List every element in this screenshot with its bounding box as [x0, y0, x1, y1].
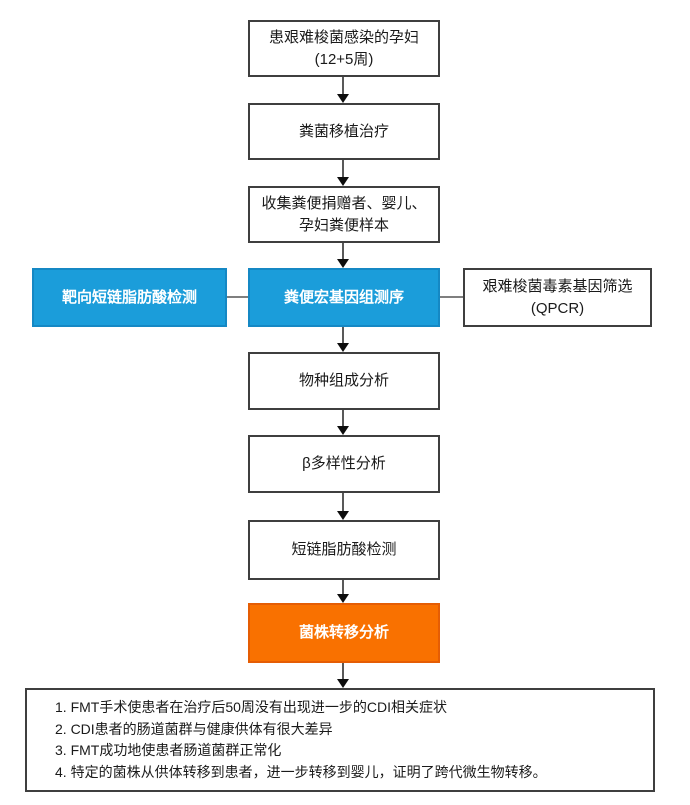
node-label: 物种组成分析 [298, 372, 389, 390]
node-species-composition: 物种组成分析 [248, 352, 440, 410]
arrow-down [337, 327, 349, 352]
arrow-down [337, 580, 349, 603]
node-label-line: 孕妇粪便样本 [298, 216, 389, 234]
node-targeted-scfa-detection: 靶向短链脂肪酸检测 [32, 268, 227, 327]
node-scfa-detection: 短链脂肪酸检测 [248, 520, 440, 580]
node-toxin-gene-screening: 艰难梭菌毒素基因筛选 (QPCR) [463, 268, 652, 327]
conclusion-item: 2. CDI患者的肠道菌群与健康供体有很大差异 [55, 720, 333, 737]
node-label: 靶向短链脂肪酸检测 [61, 288, 197, 306]
arrow-down [337, 243, 349, 268]
node-label: β多样性分析 [302, 455, 386, 473]
connector-right [440, 296, 463, 298]
node-conclusions: 1. FMT手术使患者在治疗后50周没有出现进一步的CDI相关症状 2. CDI… [25, 688, 655, 792]
node-sample-collection: 收集粪便捐赠者、婴儿、 孕妇粪便样本 [248, 186, 440, 243]
arrow-down [337, 410, 349, 435]
node-label-line: (12+5周) [314, 50, 374, 68]
connector-left [227, 296, 248, 298]
node-label: 粪便宏基因组测序 [283, 288, 404, 306]
arrow-down [337, 493, 349, 520]
node-beta-diversity: β多样性分析 [248, 435, 440, 493]
arrow-down [337, 160, 349, 186]
node-label-line: 患艰难梭菌感染的孕妇 [268, 28, 419, 46]
node-cdi-pregnant-patient: 患艰难梭菌感染的孕妇 (12+5周) [248, 20, 440, 77]
node-label: 短链脂肪酸检测 [291, 541, 397, 559]
node-label: 菌株转移分析 [298, 624, 389, 642]
node-fmt-treatment: 粪菌移植治疗 [248, 103, 440, 160]
arrow-down [337, 663, 349, 688]
node-label-line: 收集粪便捐赠者、婴儿、 [261, 194, 427, 212]
conclusion-item: 1. FMT手术使患者在治疗后50周没有出现进一步的CDI相关症状 [55, 699, 448, 715]
node-metagenomic-sequencing: 粪便宏基因组测序 [248, 268, 440, 327]
node-strain-transfer-analysis: 菌株转移分析 [248, 603, 440, 663]
conclusion-item: 4. 特定的菌株从供体转移到患者，进一步转移到婴儿，证明了跨代微生物转移。 [55, 763, 547, 780]
node-label-line: (QPCR) [530, 299, 585, 317]
arrow-down [337, 77, 349, 103]
conclusion-item: 3. FMT成功地使患者肠道菌群正常化 [55, 742, 282, 758]
node-label-line: 艰难梭菌毒素基因筛选 [482, 277, 633, 295]
node-label: 粪菌移植治疗 [298, 122, 389, 140]
